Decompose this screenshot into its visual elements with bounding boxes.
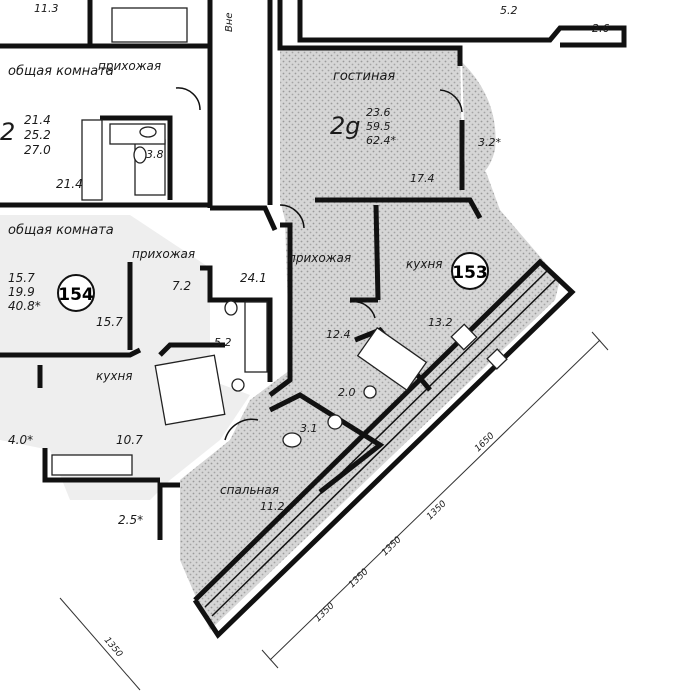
dimension-value: 1350 [102, 636, 125, 660]
stove-icon [450, 323, 478, 351]
area-label: 13.2 [428, 316, 453, 329]
stove-icon [486, 348, 508, 370]
sink-icon [327, 414, 343, 430]
room-name: общая комната [8, 64, 114, 79]
apt-area: 40.8* [8, 299, 41, 313]
bathtub [111, 7, 188, 43]
dimension-value: 1350 [313, 601, 337, 624]
bathtub [244, 301, 268, 373]
area-label: 2.6 [592, 22, 610, 35]
door-swing [175, 87, 201, 111]
apartment-number-badge [451, 252, 489, 290]
sink-icon [231, 378, 245, 392]
toilet-icon [282, 432, 302, 448]
door-swing [439, 89, 463, 113]
toilet-icon [224, 300, 238, 316]
room-name: спальная [220, 483, 279, 497]
apartment-number-badge [57, 274, 95, 312]
room-name: прихожая [132, 247, 195, 261]
area-label: 12.4 [326, 328, 351, 341]
room-name: кухня [96, 369, 133, 383]
apt-area: 23.6 [366, 106, 391, 119]
area-label: 4.0* [8, 433, 33, 447]
area-label: 21.4 [56, 177, 83, 191]
toilet-icon [133, 146, 147, 164]
apt-area: 59.5 [366, 120, 391, 133]
apartment-number: 154 [58, 285, 94, 305]
area-label: 11.2 [260, 500, 285, 513]
area-label: 5.2 [214, 336, 232, 349]
fixtures [51, 7, 508, 476]
toilet-icon [139, 126, 157, 138]
apt-area: 27.0 [24, 143, 51, 157]
area-label: 3.1 [300, 422, 318, 435]
bathtub [356, 326, 428, 392]
apt-type: 2 [0, 118, 15, 146]
room-name: общая комната [8, 223, 114, 238]
kitchen-counter [81, 119, 103, 201]
area-label: 5.2 [500, 4, 518, 17]
dimension-value: 1350 [347, 567, 371, 590]
walls [0, 0, 627, 639]
dimension-line [59, 331, 609, 691]
apt-area: 19.9 [8, 285, 35, 299]
apartment-number: 153 [452, 263, 488, 283]
dimension-value: 1350 [425, 499, 449, 522]
apt-area: 62.4* [366, 134, 396, 147]
sink [109, 123, 166, 145]
room-name: гостиная [333, 69, 395, 84]
dimension-value: 1650 [473, 431, 497, 454]
apt-area: 25.2 [24, 128, 51, 142]
area-label: 15.7 [96, 315, 123, 329]
area-label: 2.0 [338, 386, 356, 399]
area-label: 7.2 [172, 279, 191, 293]
dimension-value: 1350 [380, 535, 404, 558]
kitchen-counter [154, 354, 226, 426]
apt-type: 2g [330, 112, 361, 140]
area-label: 24.1 [240, 271, 267, 285]
kitchen-counter [51, 454, 133, 476]
sink-icon [363, 385, 377, 399]
room-name: прихожая [288, 251, 351, 265]
room-name: прихожая [98, 59, 161, 73]
area-label: 17.4 [410, 172, 435, 185]
area-label: 3.2* [478, 136, 501, 149]
apt-area: 15.7 [8, 271, 35, 285]
apt-area: 21.4 [24, 113, 51, 127]
door-swing [224, 418, 259, 441]
area-label: 3.8 [146, 148, 164, 161]
door-swing [349, 300, 376, 319]
area-label: 10.7 [116, 433, 143, 447]
area-label: 11.3 [34, 2, 59, 15]
area-label: 2.5* [118, 513, 143, 527]
door-swing [279, 204, 305, 229]
corridor-text: Вне [224, 12, 235, 32]
balcony-3-2-area [462, 62, 496, 182]
room-name: кухня [406, 257, 443, 271]
